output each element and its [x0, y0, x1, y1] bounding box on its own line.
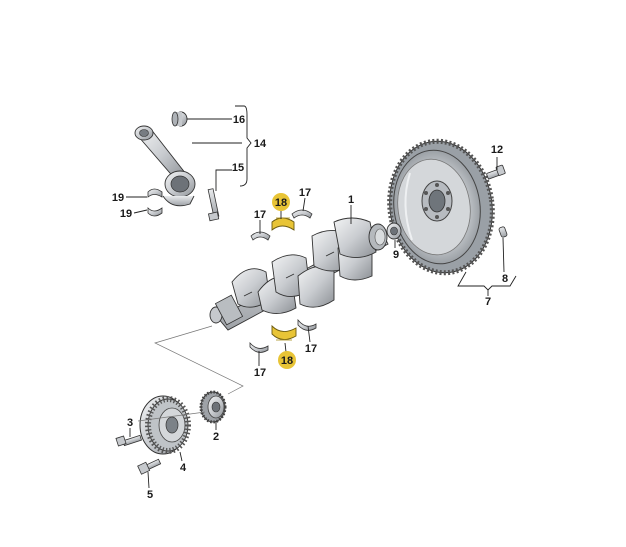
label-12: 12: [491, 144, 503, 156]
piston-pin-bushing: [171, 111, 188, 127]
assembly-centerline: [137, 325, 244, 422]
label-7: 7: [485, 296, 491, 308]
vibration-damper: [139, 395, 191, 455]
connecting-rod: [134, 125, 196, 207]
label-5: 5: [147, 489, 153, 501]
crankshaft: [209, 217, 389, 331]
label-2: 2: [213, 431, 219, 443]
label-3: 3: [127, 417, 133, 429]
label-18-bottom: 18: [281, 355, 293, 367]
label-4: 4: [180, 462, 187, 474]
label-17-bottom-right: 17: [305, 343, 317, 355]
main-bearing-shell-upper: [271, 217, 295, 231]
flywheel: [387, 138, 495, 276]
crankshaft-sprocket: [199, 390, 227, 424]
thrust-washer-top-right: [291, 209, 313, 219]
label-16: 16: [233, 114, 245, 126]
label-17-top-right: 17: [299, 187, 311, 199]
label-18-top: 18: [275, 197, 287, 209]
label-15: 15: [232, 162, 244, 174]
flywheel-bolt: [486, 164, 506, 180]
damper-bolt: [115, 434, 142, 447]
label-1: 1: [348, 194, 354, 206]
dowel-pin: [498, 226, 508, 238]
conrod-bearing-shell-upper: [147, 188, 163, 198]
leader-lines: [126, 105, 517, 489]
label-9: 9: [393, 249, 399, 261]
label-14: 14: [254, 138, 267, 150]
label-19-lower: 19: [120, 208, 132, 220]
label-17-top-left: 17: [254, 209, 266, 221]
label-17-bottom-left: 17: [254, 367, 266, 379]
label-8: 8: [502, 273, 508, 285]
label-19-upper: 19: [112, 192, 124, 204]
crankshaft-pulley-bolt: [137, 458, 162, 475]
connecting-rod-bolt: [207, 188, 220, 222]
thrust-washer-bottom-left: [249, 341, 269, 353]
conrod-bearing-shell-lower: [147, 207, 163, 217]
highlight-badge-18-bottom: [278, 351, 296, 369]
main-bearing-shell-lower: [271, 324, 297, 341]
needle-bearing: [386, 222, 402, 240]
thrust-washer-bottom-right: [297, 318, 317, 331]
thrust-washer-top-left: [250, 231, 271, 241]
highlight-badge-18-top: [272, 193, 290, 211]
